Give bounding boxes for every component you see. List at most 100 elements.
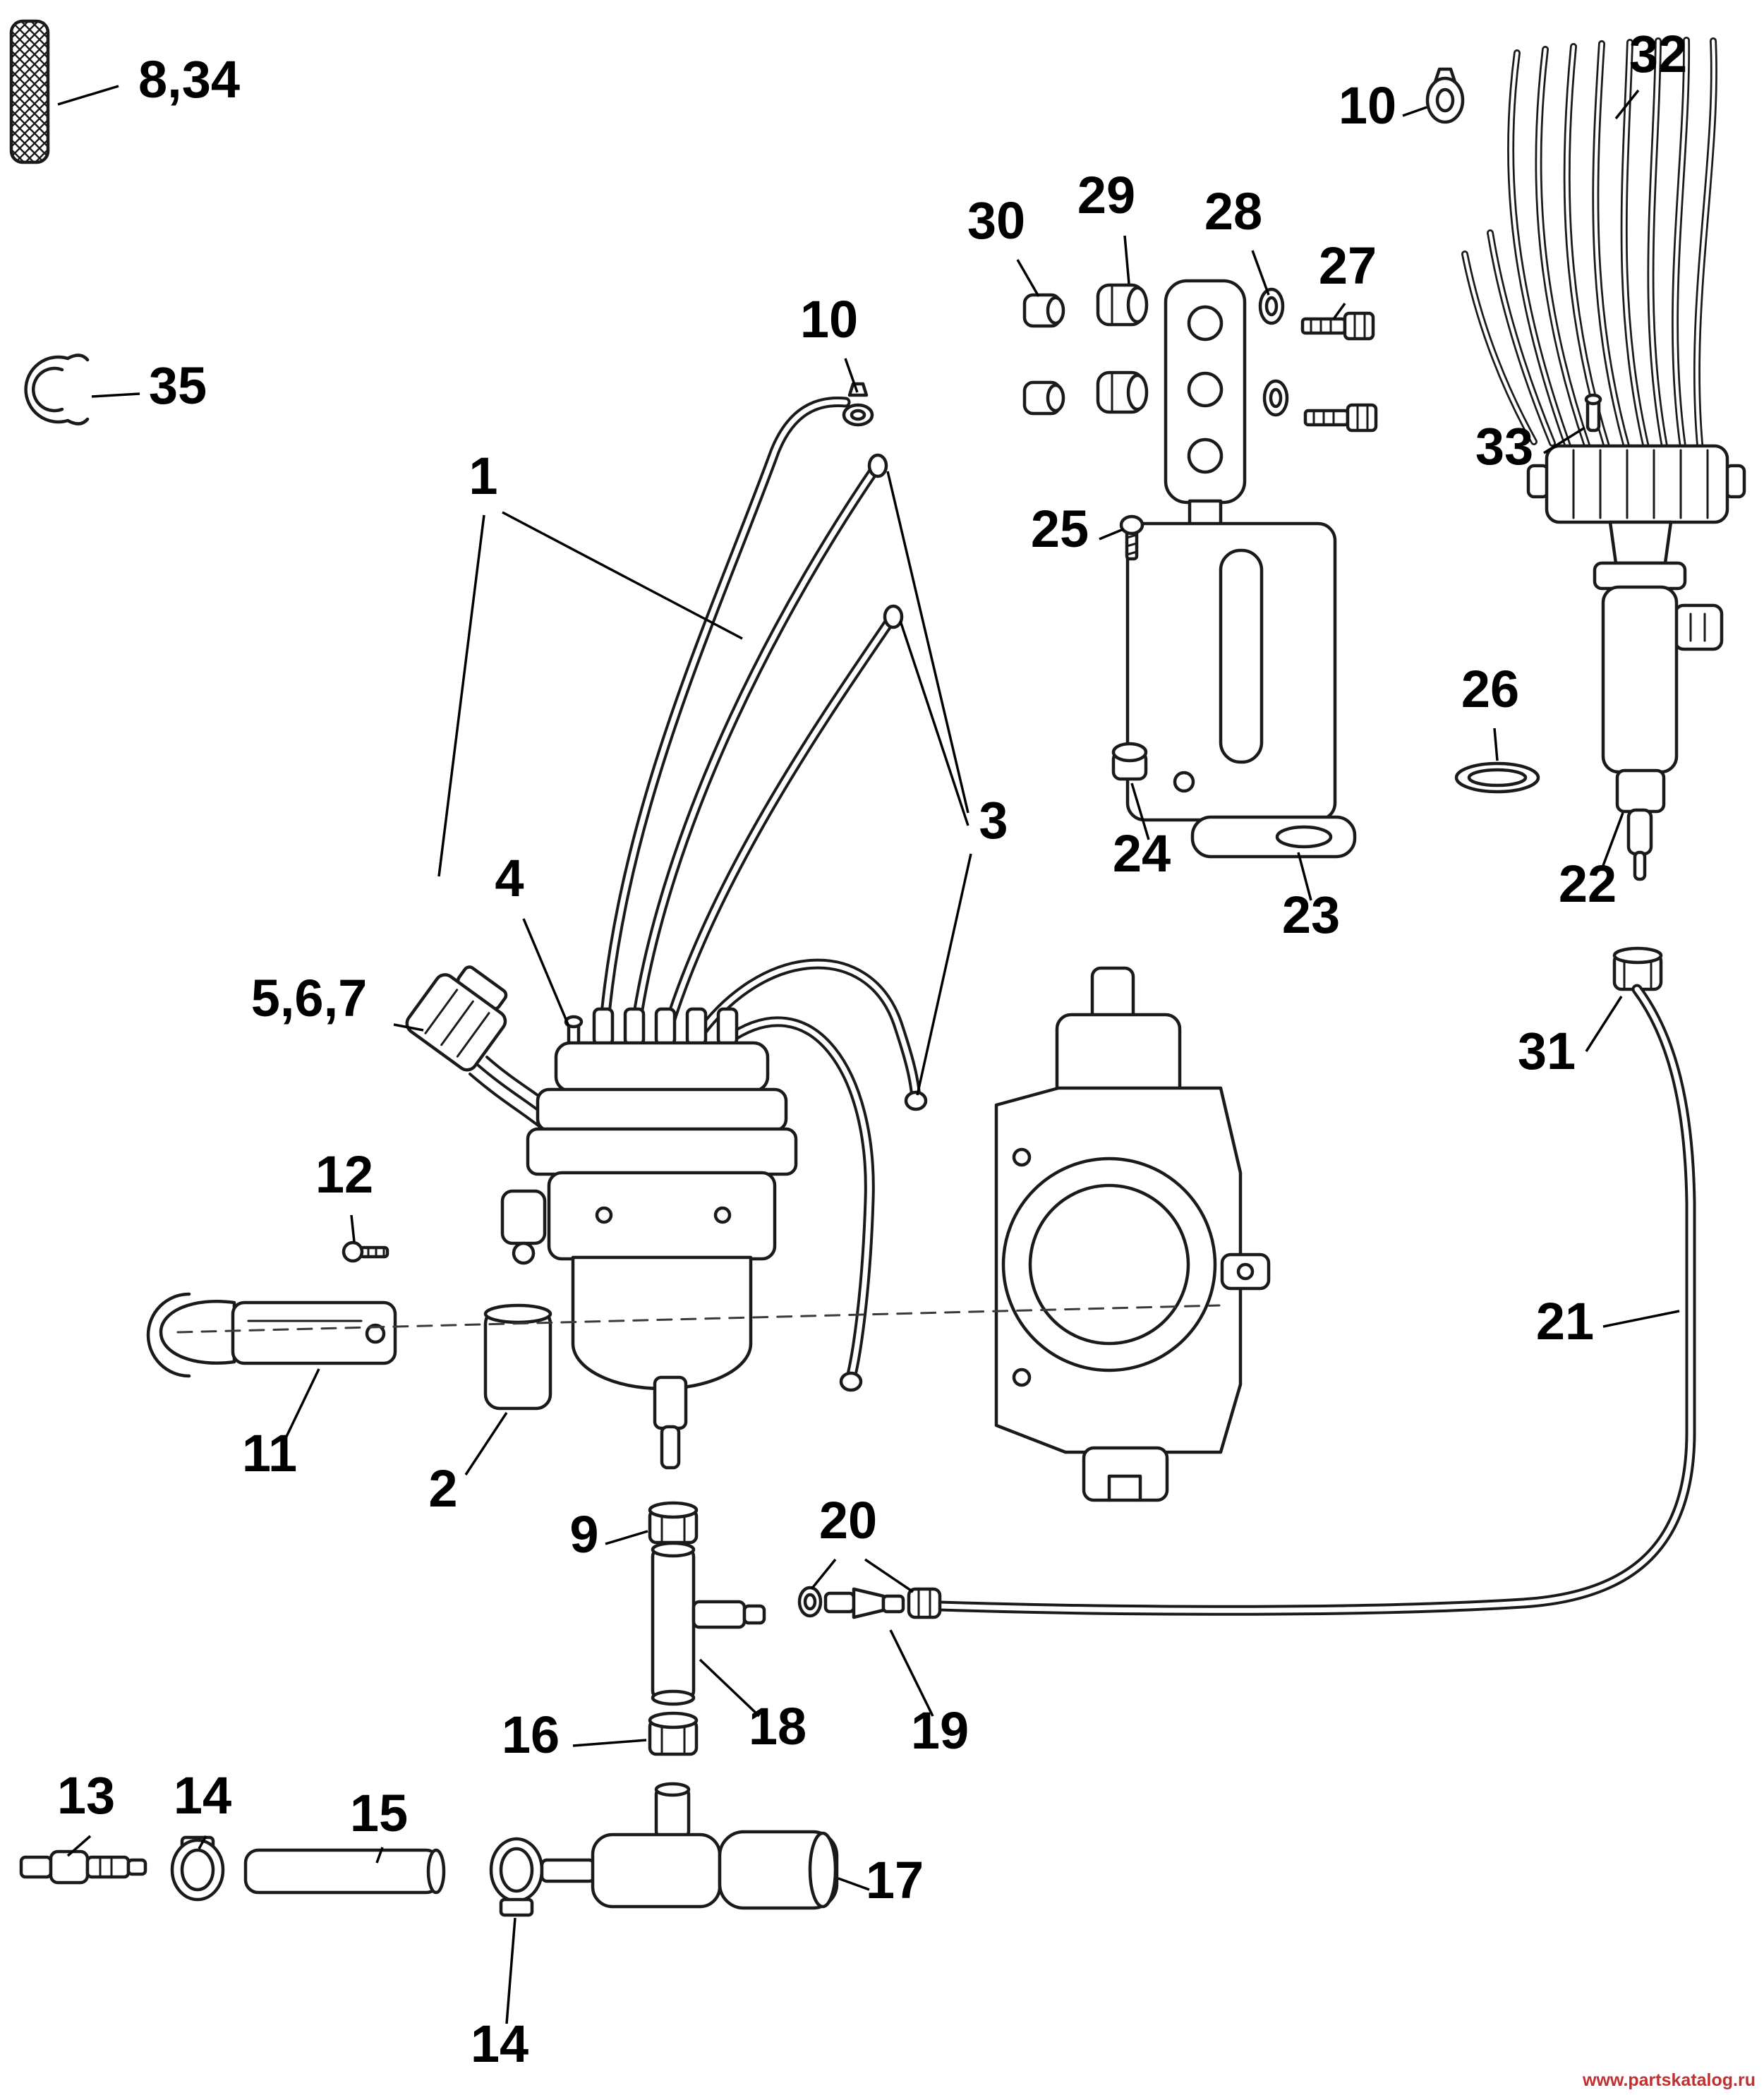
hose-core bbox=[1649, 39, 1667, 452]
part-label-18: 18 bbox=[749, 1697, 807, 1756]
leader-line-11 bbox=[284, 1368, 320, 1440]
electrical-connector-5-6-7 bbox=[405, 965, 508, 1072]
oil-supply-hoses-1 bbox=[598, 396, 922, 1383]
fuel-injector-22 bbox=[1593, 520, 1724, 881]
part-label-10b: 10 bbox=[1339, 76, 1396, 135]
assembly-centerline bbox=[176, 1304, 1221, 1334]
hose-core bbox=[600, 399, 848, 1040]
part-label-1: 1 bbox=[469, 447, 497, 505]
part-label-15: 15 bbox=[350, 1784, 408, 1842]
hose-core bbox=[937, 986, 1693, 1613]
cap-31 bbox=[1612, 946, 1663, 991]
leader-line-22 bbox=[1600, 812, 1624, 870]
hose-core bbox=[1673, 38, 1689, 454]
hose-core bbox=[1565, 44, 1609, 451]
leader-line-3 bbox=[916, 853, 972, 1096]
part-label-3: 3 bbox=[979, 791, 1008, 850]
leader-line-21 bbox=[1602, 1310, 1680, 1328]
cap-16 bbox=[648, 1711, 699, 1756]
fitting-19 bbox=[823, 1587, 905, 1619]
leader-line-1 bbox=[437, 514, 485, 877]
leader-line-15 bbox=[375, 1847, 384, 1864]
leader-line-4 bbox=[522, 918, 570, 1027]
leader-line-20 bbox=[864, 1558, 914, 1593]
leader-line-9 bbox=[605, 1530, 648, 1545]
fuel-line-assembly bbox=[19, 1501, 942, 1917]
leader-line-19 bbox=[889, 1629, 934, 1717]
hose-core bbox=[694, 961, 919, 1101]
part-label-9: 9 bbox=[569, 1505, 598, 1564]
part-label-32: 32 bbox=[1629, 25, 1687, 83]
leader-line-3 bbox=[886, 471, 969, 814]
fuel-hose-15 bbox=[243, 1848, 446, 1895]
part-label-33: 33 bbox=[1475, 417, 1533, 476]
injector-hose-bundle-32 bbox=[1461, 37, 1717, 455]
leader-line-1 bbox=[502, 511, 743, 640]
part-label-14b: 14 bbox=[471, 2015, 528, 2073]
leader-line-20 bbox=[810, 1558, 837, 1590]
clamp-ring-20a bbox=[797, 1586, 823, 1618]
part-label-17: 17 bbox=[866, 1851, 924, 1909]
leader-line-16 bbox=[572, 1739, 647, 1747]
pump-canister bbox=[483, 1303, 552, 1411]
hose-clamp-14a bbox=[170, 1835, 225, 1902]
hose-fitting-10 bbox=[842, 382, 874, 427]
part-label-13: 13 bbox=[57, 1766, 115, 1825]
injector-manifold bbox=[1526, 444, 1746, 524]
screw-25 bbox=[1119, 514, 1144, 561]
leader-line-27 bbox=[1332, 302, 1346, 320]
part-label-27: 27 bbox=[1319, 236, 1377, 295]
leader-line-2 bbox=[464, 1412, 508, 1475]
hose-open-ends-3 bbox=[839, 453, 928, 1392]
leader-line-24 bbox=[1130, 783, 1150, 840]
hose-core bbox=[1509, 51, 1570, 448]
watermark: www.partskatalog.ru bbox=[1582, 2070, 1756, 2090]
hose-core bbox=[1622, 40, 1649, 452]
part-label-11: 11 bbox=[242, 1424, 297, 1483]
leader-line-23 bbox=[1297, 852, 1312, 901]
part-label-14a: 14 bbox=[174, 1766, 231, 1825]
pin-33 bbox=[1584, 393, 1602, 433]
part-label-12: 12 bbox=[315, 1145, 373, 1204]
leader-line-31 bbox=[1585, 996, 1623, 1052]
leader-line-13 bbox=[66, 1835, 92, 1857]
part-label-24: 24 bbox=[1113, 824, 1171, 883]
leader-line-10b bbox=[1402, 106, 1427, 117]
leader-line-10a bbox=[844, 358, 859, 393]
hose-core bbox=[1695, 39, 1716, 454]
rubber-grommets-29 bbox=[1096, 283, 1149, 414]
hose-clamp-14b bbox=[489, 1837, 544, 1917]
leader-line-29 bbox=[1123, 235, 1130, 284]
hose-core bbox=[663, 615, 895, 1040]
hose-core bbox=[1488, 231, 1554, 445]
fitting-13 bbox=[19, 1849, 147, 1885]
cap-9 bbox=[648, 1501, 699, 1545]
leader-line-8-34 bbox=[57, 85, 119, 106]
leader-line-30 bbox=[1016, 259, 1040, 297]
leader-line-17 bbox=[838, 1877, 870, 1891]
part-label-28: 28 bbox=[1204, 182, 1262, 241]
hose-core bbox=[1537, 47, 1590, 449]
hose-core bbox=[1463, 252, 1536, 444]
part-label-22: 22 bbox=[1559, 855, 1617, 913]
part-label-19: 19 bbox=[911, 1701, 969, 1760]
rubber-bushings-30 bbox=[1022, 293, 1065, 416]
pump-screw-4 bbox=[564, 1015, 584, 1046]
grommet-10-top-right bbox=[1425, 67, 1465, 124]
pump-mounting-bracket bbox=[994, 966, 1271, 1502]
leader-line-3 bbox=[899, 620, 969, 826]
part-label-4: 4 bbox=[495, 849, 524, 907]
leader-line-18 bbox=[699, 1658, 761, 1717]
leader-line-32 bbox=[1614, 89, 1640, 120]
oil-injection-pump-2 bbox=[405, 965, 798, 1470]
part-label-10a: 10 bbox=[800, 290, 858, 349]
part-label-2: 2 bbox=[428, 1459, 457, 1518]
leader-line-35 bbox=[91, 392, 140, 398]
leader-line-5-6-7 bbox=[393, 1023, 424, 1032]
part-label-20: 20 bbox=[819, 1491, 877, 1550]
part-label-25: 25 bbox=[1031, 500, 1089, 558]
leader-line-14b bbox=[505, 1917, 516, 2024]
